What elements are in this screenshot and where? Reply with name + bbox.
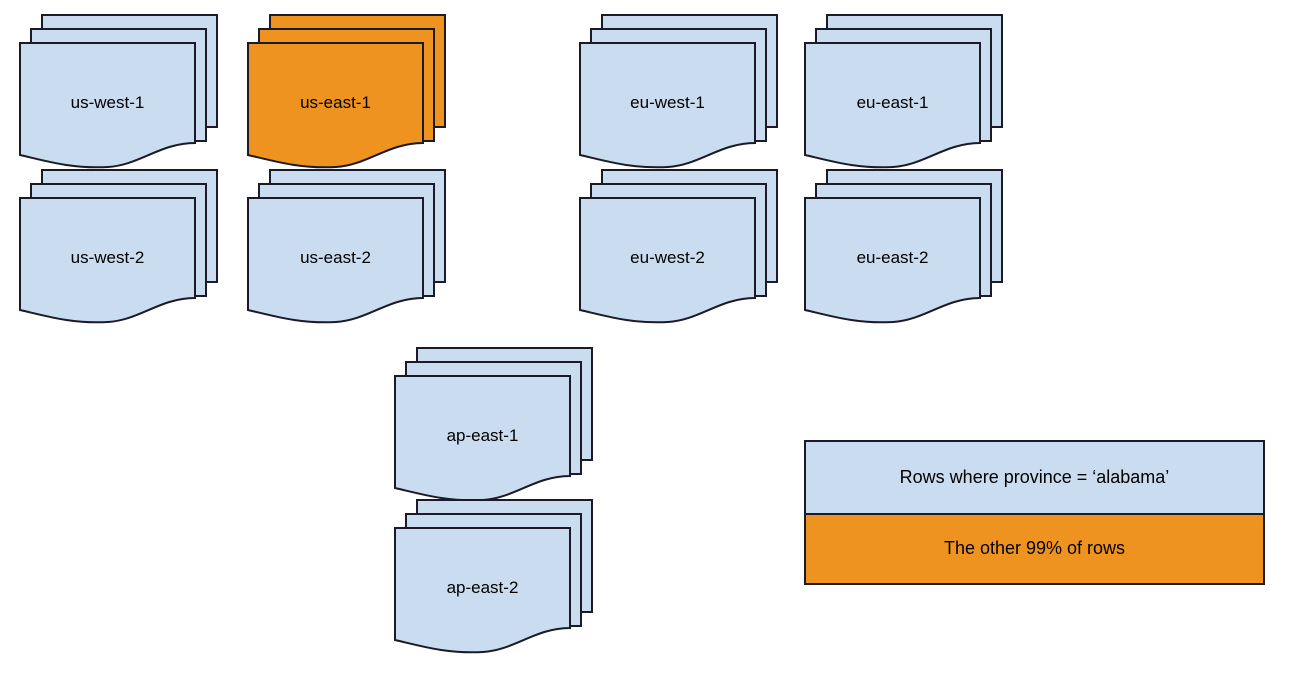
document-stack-ap-east-2[interactable]: ap-east-2 — [394, 499, 625, 665]
document-sheet-3 — [804, 197, 981, 324]
legend: Rows where province = ‘alabama’ The other… — [804, 440, 1265, 585]
document-sheet-3 — [19, 197, 196, 324]
document-stack-us-west-1[interactable]: us-west-1 — [19, 14, 250, 180]
document-stack-eu-east-1[interactable]: eu-east-1 — [804, 14, 1035, 180]
document-sheet-3 — [579, 197, 756, 324]
document-stack-shape — [804, 169, 1003, 324]
legend-row-label: The other 99% of rows — [943, 538, 1126, 559]
document-sheet-3 — [804, 42, 981, 169]
document-stack-eu-west-1[interactable]: eu-west-1 — [579, 14, 810, 180]
document-sheet-3 — [394, 527, 571, 654]
document-stack-shape — [247, 169, 446, 324]
document-stack-shape — [394, 499, 593, 654]
document-stack-eu-east-2[interactable]: eu-east-2 — [804, 169, 1035, 335]
document-stack-ap-east-1[interactable]: ap-east-1 — [394, 347, 625, 513]
document-sheet-3 — [247, 42, 424, 169]
legend-row-label: Rows where province = ‘alabama’ — [899, 466, 1170, 487]
document-stack-shape — [394, 347, 593, 502]
legend-row-blue: Rows where province = ‘alabama’ — [806, 442, 1263, 513]
document-stack-shape — [247, 14, 446, 169]
document-stack-shape — [579, 14, 778, 169]
document-stack-eu-west-2[interactable]: eu-west-2 — [579, 169, 810, 335]
document-stack-shape — [19, 169, 218, 324]
document-sheet-3 — [394, 375, 571, 502]
document-stack-us-east-2[interactable]: us-east-2 — [247, 169, 478, 335]
legend-row-orange: The other 99% of rows — [806, 512, 1263, 583]
document-stack-shape — [804, 14, 1003, 169]
document-stack-us-east-1[interactable]: us-east-1 — [247, 14, 478, 180]
document-sheet-3 — [247, 197, 424, 324]
document-sheet-3 — [579, 42, 756, 169]
document-sheet-3 — [19, 42, 196, 169]
document-stack-us-west-2[interactable]: us-west-2 — [19, 169, 250, 335]
document-stack-shape — [579, 169, 778, 324]
document-stack-shape — [19, 14, 218, 169]
